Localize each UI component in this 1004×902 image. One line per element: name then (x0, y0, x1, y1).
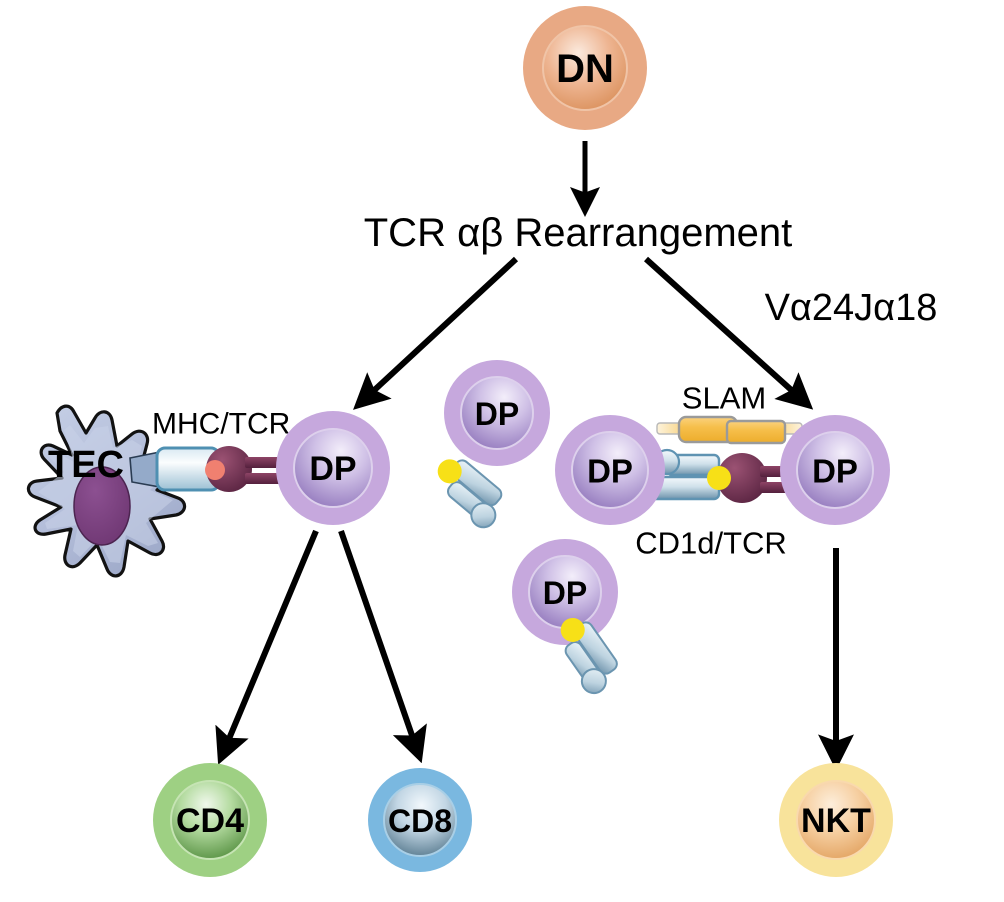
tec-label: TEC (48, 444, 124, 486)
cd8-inner (383, 783, 457, 857)
cd4-cell: CD4 (153, 763, 267, 877)
dp-pair-right-label: DP (812, 453, 858, 490)
cd4-label: CD4 (176, 802, 244, 840)
dp-pair-left-inner (571, 431, 649, 509)
cd1d-domain-circle (580, 668, 607, 695)
nkt-label: NKT (801, 802, 871, 840)
dp-main-inner (293, 428, 373, 508)
peptide-dot (205, 460, 225, 480)
slam-label: SLAM (682, 381, 766, 416)
cd1d-receptor-lower (560, 617, 618, 695)
cd4-inner (170, 780, 250, 860)
nkt-inner (796, 780, 876, 860)
slam-bridge: SLAM (656, 381, 803, 445)
dp-lower-label: DP (543, 575, 587, 611)
tcr-head (206, 446, 252, 492)
rearrangement-label: TCR αβ Rearrangement (364, 211, 793, 255)
dp-cell-pair-right: DP (780, 415, 890, 525)
tcr-head-bridge (717, 453, 767, 503)
cd1d-domain-circle (470, 502, 497, 529)
tec-nucleus (73, 466, 131, 546)
dp-pair-left-label: DP (587, 453, 633, 490)
tec-cell: TEC (26, 404, 187, 578)
arrow-rearrangement-to-dp (353, 256, 519, 410)
mhc-tcr-complex: MHC/TCR (129, 408, 300, 492)
dp-cell-upper-free: DP (437, 360, 550, 529)
dn-inner (542, 25, 628, 111)
dp-main-label: DP (309, 450, 356, 488)
arrow-rearrangement-to-nkt-lineage (643, 256, 814, 410)
arrow-group (215, 141, 854, 771)
dp-pair-right-inner (796, 431, 874, 509)
lipid-antigen-dot-bridge (707, 466, 731, 490)
arrow-dp-to-cd8 (338, 530, 427, 764)
lipid-antigen-dot (437, 459, 462, 484)
dp-cell-pair-left: DP (555, 415, 665, 525)
cd1d-tcr-label: CD1d/TCR (635, 526, 787, 561)
cd1d-tcr-bridge: CD1d/TCR (635, 448, 812, 561)
nkt-cell: NKT (779, 763, 893, 877)
slam-domain-right (725, 419, 787, 445)
dn-cell: DN (523, 6, 647, 130)
cd8-cell: CD8 (368, 768, 472, 872)
va24ja18-label: Vα24Jα18 (765, 287, 938, 329)
cd1d-receptor-upper (437, 459, 503, 529)
arrow-dp-to-cd4 (215, 529, 319, 765)
dn-label: DN (556, 47, 614, 91)
mhc-tcr-label: MHC/TCR (152, 408, 290, 441)
lipid-antigen-dot (560, 617, 585, 642)
cd8-label: CD8 (388, 803, 452, 839)
dp-cell-lower-free: DP (512, 539, 618, 695)
dp-cell-main: DP (276, 411, 390, 525)
dp-upper-inner (460, 376, 534, 450)
dp-upper-label: DP (475, 396, 519, 432)
